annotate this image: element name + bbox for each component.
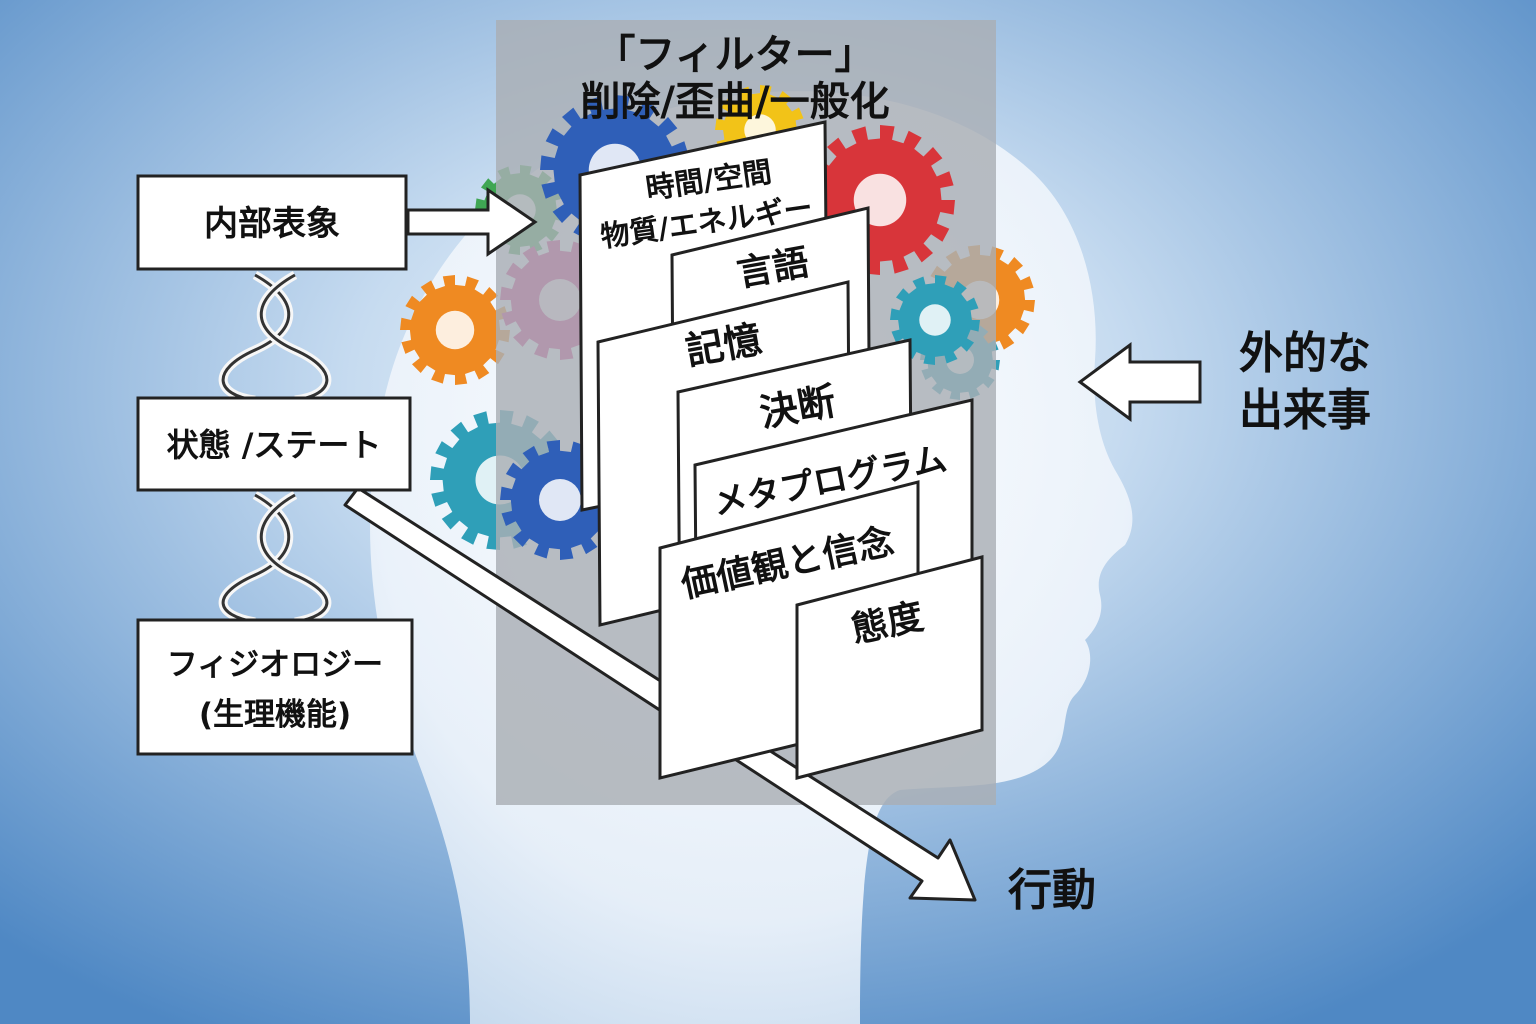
box-state-label: 状態 /ステート (167, 426, 382, 464)
card-attitude (795, 555, 984, 780)
box-internal-representation-label: 内部表象 (204, 204, 340, 244)
box-physiology-line2: (生理機能) (199, 697, 351, 733)
box-state (136, 396, 412, 492)
box-physiology (136, 618, 414, 756)
arrow-external-to-head (1077, 342, 1202, 422)
external-events-line2: 出来事 (1239, 385, 1371, 436)
gear-orange-icon (400, 275, 510, 385)
box-physiology-line1: フィジオロジー (167, 647, 383, 683)
filter-title-line2: 削除/歪曲/一般化 (580, 79, 889, 125)
filter-title-line1: 「フィルター」 (595, 32, 874, 78)
loop-connector-top (218, 271, 332, 405)
box-internal-representation (136, 174, 408, 271)
action-label: 行動 (1008, 865, 1096, 916)
loop-connector-bottom (218, 491, 332, 627)
external-events-line1: 外的な (1239, 328, 1371, 379)
arrow-internal-to-filter (406, 187, 538, 257)
filter-cards (578, 120, 984, 780)
gear-teal-panel-icon (890, 275, 980, 365)
